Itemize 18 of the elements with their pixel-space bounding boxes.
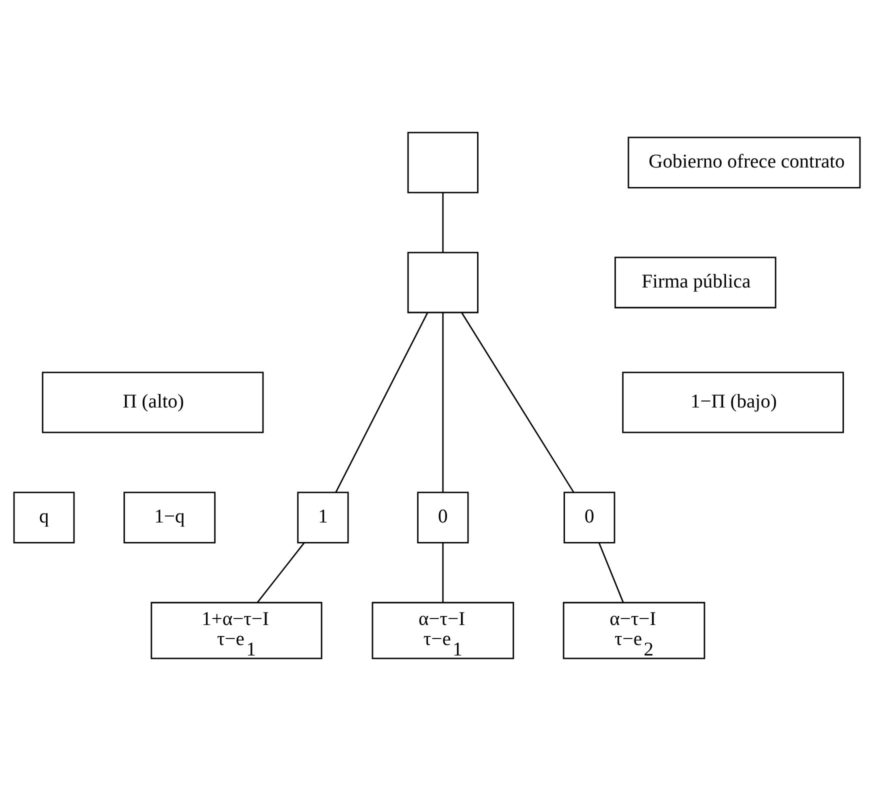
- node-box: 1−Π (bajo): [622, 371, 844, 433]
- node-box: Firma pública: [614, 256, 776, 308]
- node-box: 1: [297, 491, 349, 543]
- node-box: Gobierno ofrece contrato: [628, 136, 861, 188]
- node-box: Π (alto): [42, 371, 264, 433]
- connector: [442, 192, 444, 252]
- connector: [335, 312, 428, 492]
- connector: [442, 542, 444, 602]
- connector: [442, 312, 444, 492]
- node-box: [407, 251, 478, 313]
- node-box: 1−q: [124, 491, 216, 543]
- node-box: [407, 131, 478, 193]
- node-box: 0: [564, 491, 616, 543]
- node-box: q: [13, 491, 75, 543]
- connector: [461, 312, 574, 492]
- node-box: 0: [417, 491, 469, 543]
- connector: [256, 542, 305, 602]
- connector: [598, 542, 624, 602]
